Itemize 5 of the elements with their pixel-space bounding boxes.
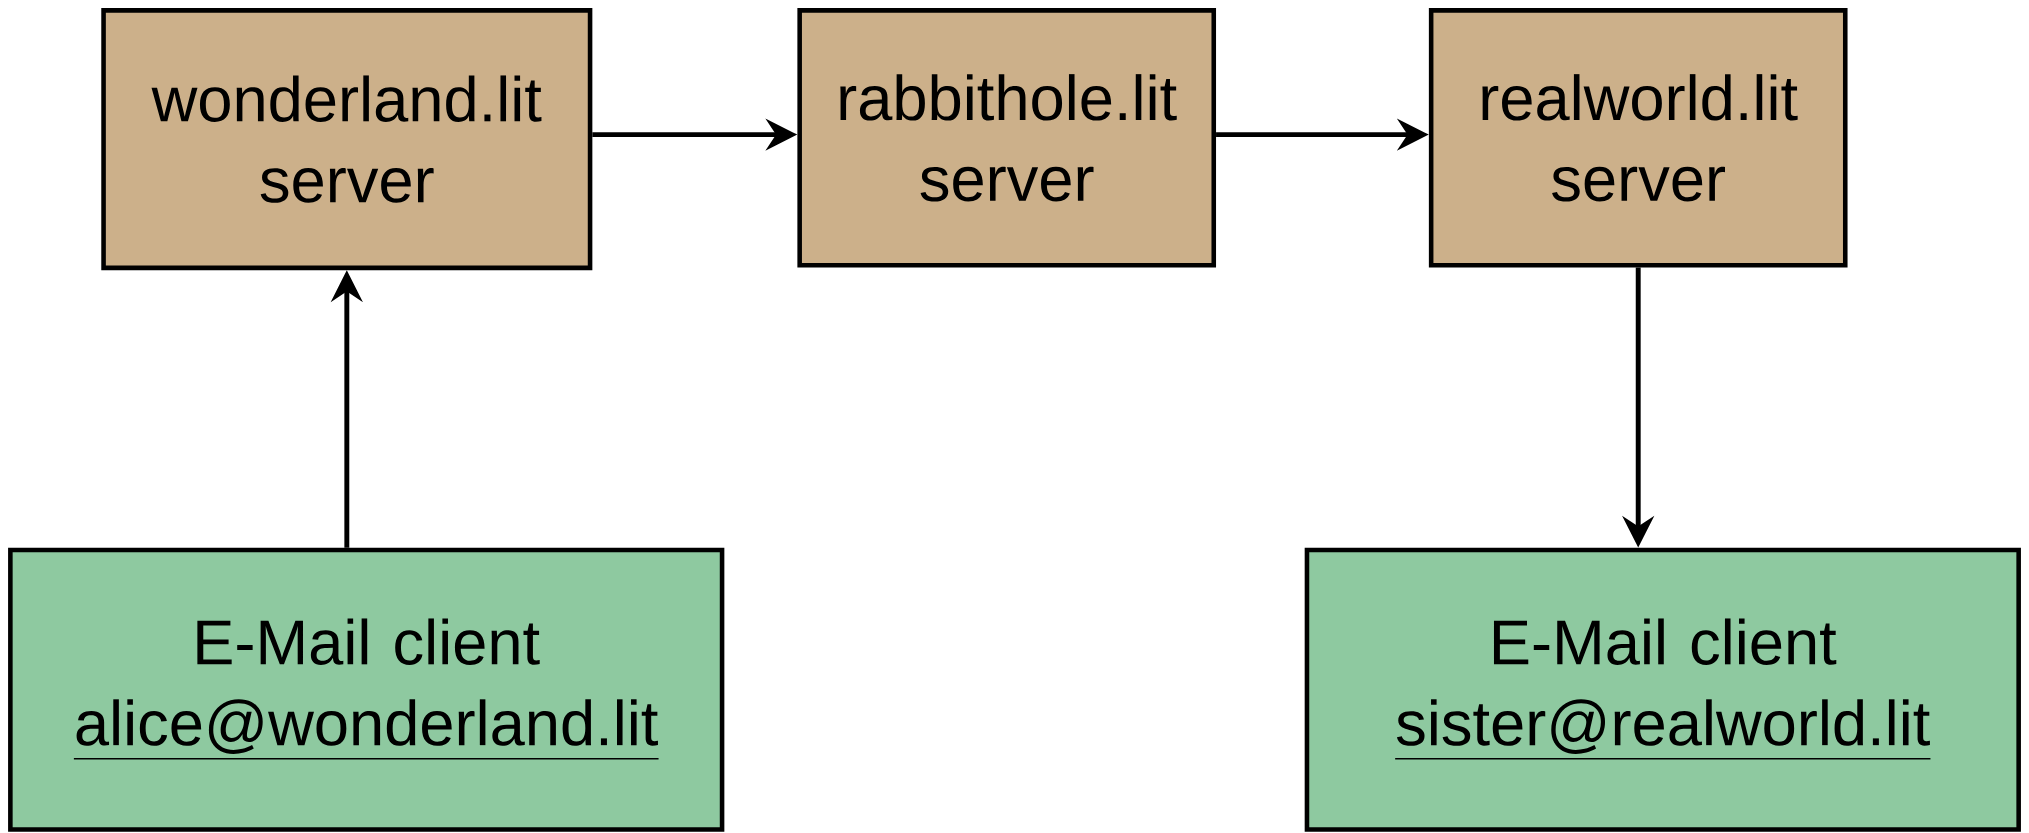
client-box: E-Mail client sister@realworld.lit (1304, 547, 2021, 832)
server-box: wonderland.lit server (101, 8, 593, 271)
client-box: E-Mail client alice@wonderland.lit (8, 547, 725, 832)
server-box: realworld.lit server (1428, 8, 1848, 268)
server-box: rabbithole.lit server (797, 8, 1217, 268)
